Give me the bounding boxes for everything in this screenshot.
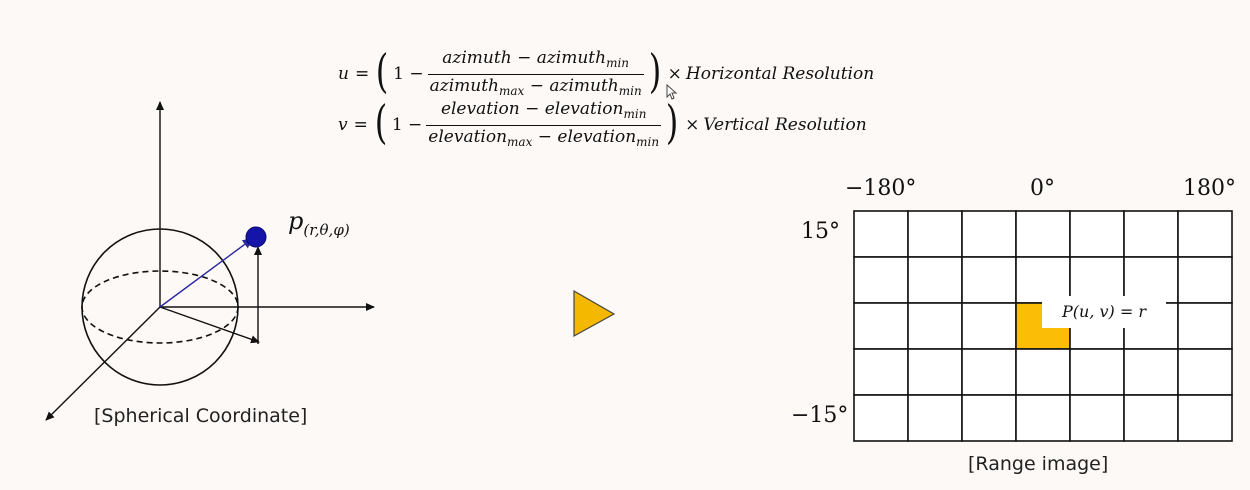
grid-cell: [1015, 394, 1071, 442]
grid-cell: [1015, 210, 1071, 258]
grid-cell: [853, 210, 909, 258]
elevation-tick-top: 15°: [801, 219, 840, 244]
grid-cell: [1015, 348, 1071, 396]
grid-cell: [853, 348, 909, 396]
position-vector: [159, 237, 254, 308]
formula-u: u = ( 1 − azimuth − azimuthmin azimuthma…: [338, 48, 874, 100]
formula-u-denominator-b-sub: min: [618, 83, 642, 98]
formula-v-denominator-mid: − elevation: [532, 126, 637, 147]
formula-v-one-minus: 1 −: [391, 115, 423, 135]
grid-cell: [853, 256, 909, 304]
formula-u-denominator-a: azimuth: [429, 75, 500, 96]
grid-cell: [1069, 348, 1125, 396]
formula-u-times: ×: [667, 64, 682, 84]
formula-u-denominator-mid: − azimuth: [524, 75, 619, 96]
grid-cell: [1177, 348, 1233, 396]
grid-cell: [1123, 210, 1179, 258]
formula-v-times: ×: [685, 115, 700, 135]
grid-cell: [907, 302, 963, 350]
grid-cell: [961, 210, 1017, 258]
spherical-caption: [Spherical Coordinate]: [94, 405, 308, 427]
point-p-symbol: p: [288, 207, 304, 235]
formula-u-denominator-a-sub: max: [499, 83, 525, 98]
play-arrow-icon: [573, 289, 616, 338]
formula-u-lhs: u: [338, 64, 349, 84]
grid-cell: [961, 348, 1017, 396]
formula-u-equals: =: [354, 64, 370, 84]
formula-u-numerator-sub: min: [606, 55, 630, 70]
point-p-label: p(r,θ,φ): [288, 207, 350, 239]
azimuth-tick-max: 180°: [1183, 176, 1236, 201]
formula-v-denominator-a-sub: max: [507, 134, 533, 149]
grid-cell: [961, 394, 1017, 442]
grid-cell: [853, 394, 909, 442]
grid-cell: [1123, 348, 1179, 396]
pixel-value-label: P(u, v) = r: [1042, 296, 1166, 328]
formula-v-factor: Vertical Resolution: [703, 115, 867, 135]
formula-v-denominator-b-sub: min: [636, 134, 660, 149]
formula-u-numerator: azimuth − azimuth: [442, 47, 607, 68]
grid-cell: [1177, 256, 1233, 304]
formula-v: v = ( 1 − elevation − elevationmin eleva…: [338, 99, 867, 151]
projection-line: [159, 306, 260, 344]
arrow-shape: [573, 289, 616, 338]
formula-u-close-paren: ): [648, 44, 661, 98]
grid-cell: [1123, 394, 1179, 442]
grid-cell: [907, 210, 963, 258]
formula-u-fraction: azimuth − azimuthmin azimuthmax − azimut…: [427, 47, 644, 102]
formula-v-fraction: elevation − elevationmin elevationmax − …: [426, 98, 662, 153]
grid-cell: [1177, 394, 1233, 442]
formula-v-lhs: v: [338, 115, 348, 135]
formula-v-fraction-bar: [426, 124, 662, 126]
grid-cell: [853, 302, 909, 350]
grid-cell: [961, 302, 1017, 350]
formula-u-factor: Horizontal Resolution: [685, 64, 875, 84]
formula-v-denominator-a: elevation: [428, 126, 508, 147]
mouse-cursor-icon: [666, 84, 678, 100]
grid-cell: [1069, 256, 1125, 304]
formula-v-open-paren: (: [374, 95, 388, 149]
grid-cell: [907, 348, 963, 396]
grid-cell: [1069, 394, 1125, 442]
formula-v-close-paren: ): [665, 95, 679, 149]
azimuth-tick-zero: 0°: [1030, 176, 1055, 201]
grid-cell: [907, 394, 963, 442]
formula-u-one-minus: 1 −: [393, 64, 424, 84]
range-image-caption: [Range image]: [968, 453, 1109, 475]
formula-v-numerator-sub: min: [623, 106, 647, 121]
point-p: [245, 226, 267, 248]
formula-v-numerator: elevation − elevation: [440, 98, 624, 119]
azimuth-tick-min: −180°: [845, 176, 917, 201]
grid-cell: [1177, 302, 1233, 350]
grid-cell: [907, 256, 963, 304]
grid-cell: [961, 256, 1017, 304]
point-p-subscript: (r,θ,φ): [303, 221, 350, 239]
formula-v-equals: =: [353, 115, 368, 135]
grid-cell: [1177, 210, 1233, 258]
x-axis: [45, 306, 161, 421]
formula-u-fraction-bar: [427, 73, 644, 75]
range-image-grid: [853, 210, 1233, 442]
formula-u-open-paren: (: [375, 44, 389, 98]
elevation-tick-bottom: −15°: [791, 403, 849, 428]
grid-cell: [1069, 210, 1125, 258]
spherical-coordinate-figure: [45, 101, 375, 421]
